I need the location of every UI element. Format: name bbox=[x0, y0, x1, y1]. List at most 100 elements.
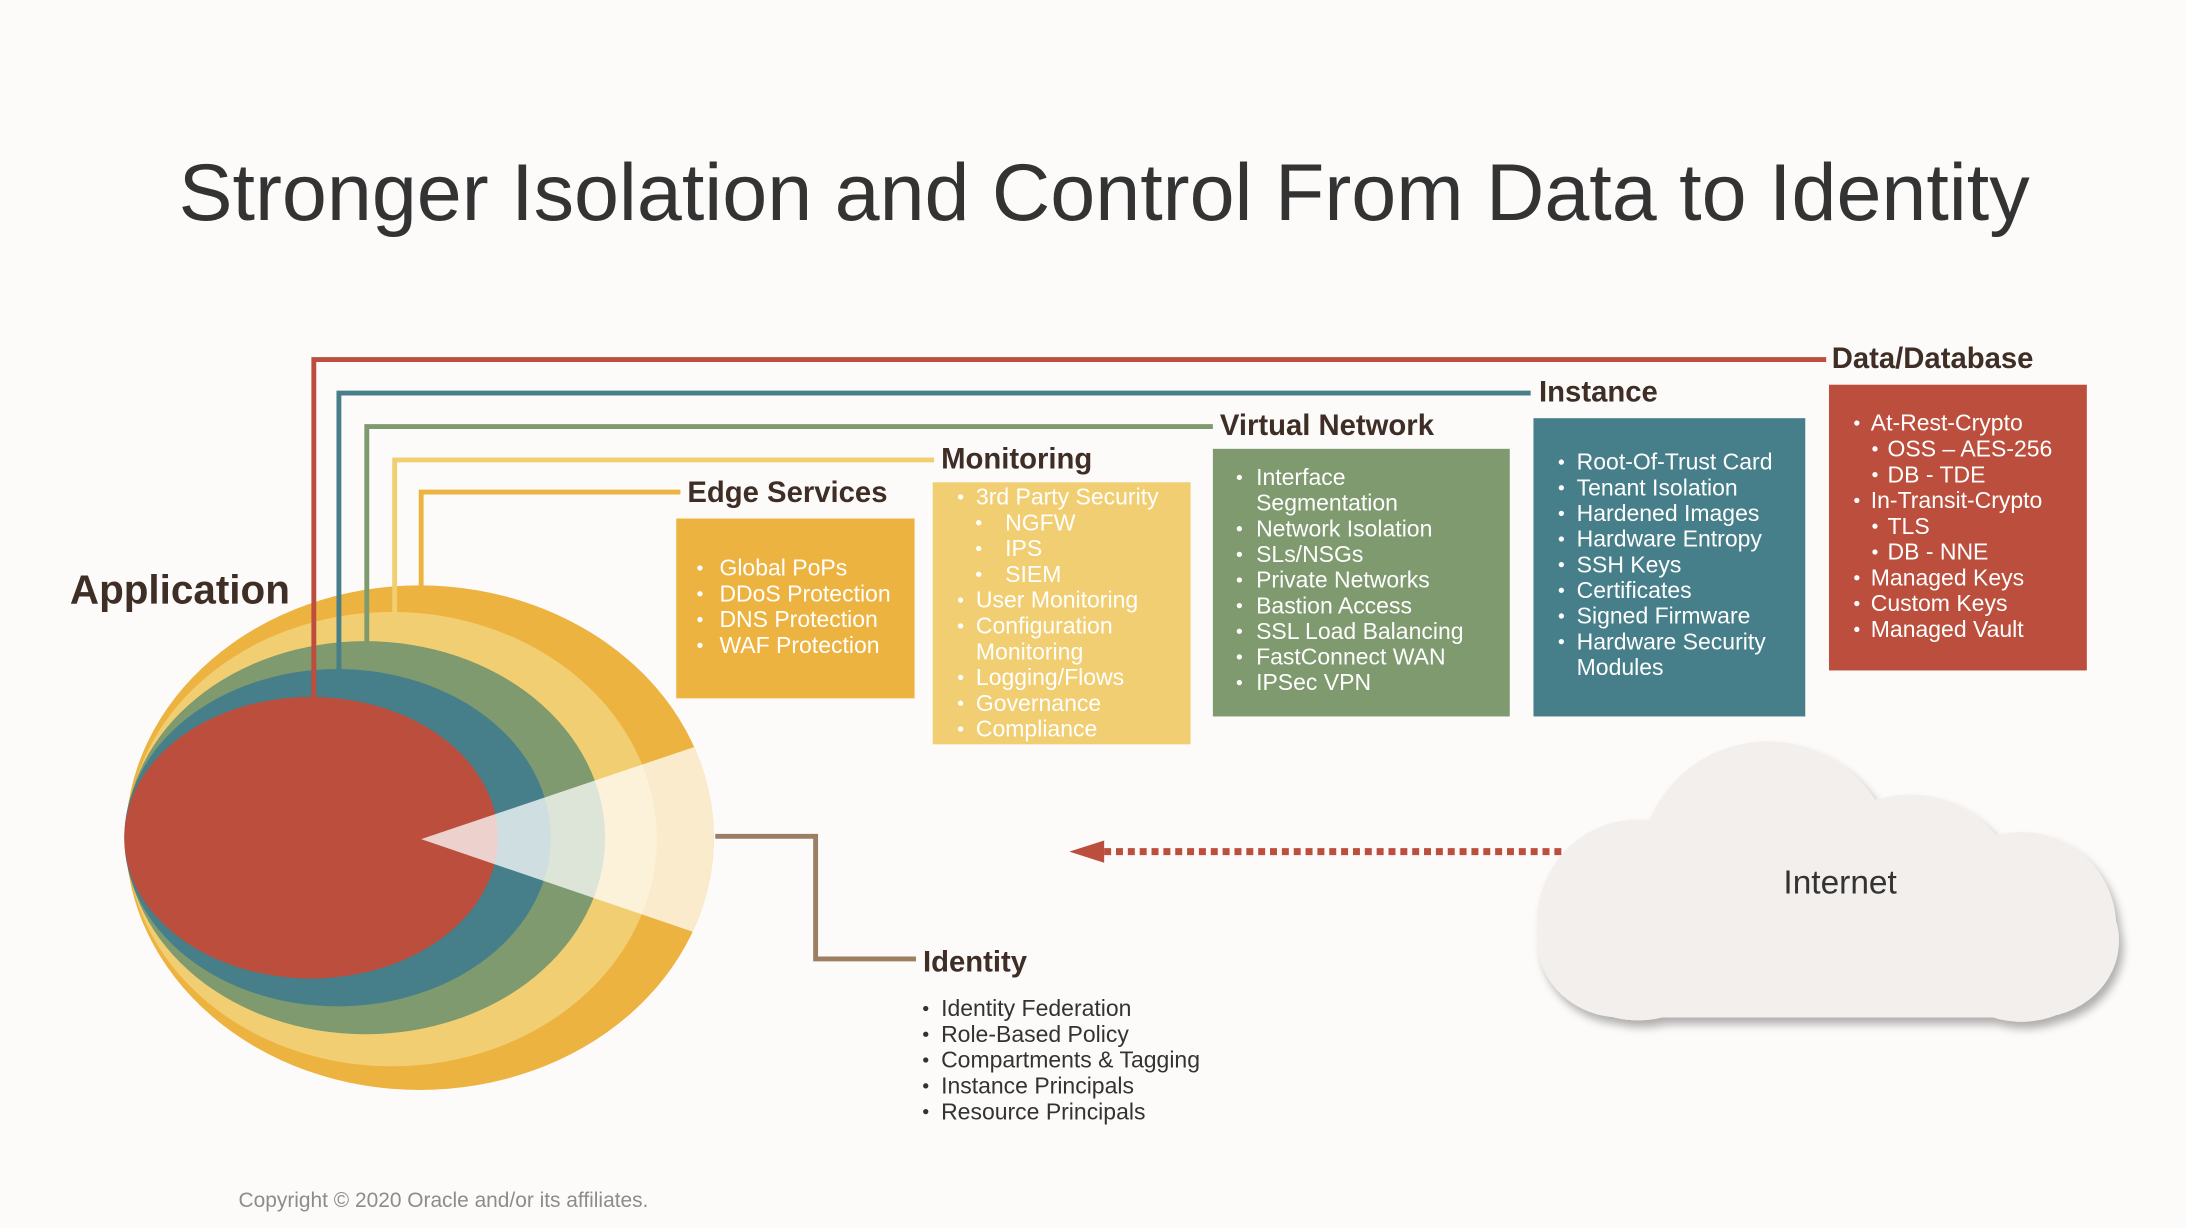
bullet-icon bbox=[1854, 420, 1860, 426]
data-connector bbox=[311, 357, 1827, 699]
network-list-item: Bastion Access bbox=[1256, 592, 1412, 618]
bullet-icon bbox=[697, 642, 703, 649]
bullet-icon bbox=[697, 591, 703, 597]
bullet-icon bbox=[1236, 577, 1243, 583]
bullet-icon bbox=[1558, 485, 1564, 491]
bullet-icon bbox=[957, 623, 964, 629]
instance-panel bbox=[1533, 418, 1806, 717]
bullet-icon bbox=[976, 545, 982, 552]
application-label: Application bbox=[70, 567, 290, 613]
network-list-item: SSL Load Balancing bbox=[1256, 618, 1463, 644]
network-connector bbox=[364, 424, 1213, 644]
bullet-icon bbox=[1872, 471, 1878, 478]
network-heading: Virtual Network bbox=[1220, 410, 1435, 442]
bullet-icon bbox=[976, 571, 982, 577]
data-list-item: DB - TDE bbox=[1888, 461, 1986, 487]
monitoring-list-item: Monitoring bbox=[976, 638, 1083, 664]
bullet-icon bbox=[1854, 497, 1860, 504]
bullet-icon bbox=[923, 1057, 929, 1063]
monitoring-list-item: NGFW bbox=[1005, 509, 1076, 535]
identity-list-item: Resource Principals bbox=[941, 1098, 1145, 1124]
instance-list-item: Signed Firmware bbox=[1577, 603, 1751, 629]
data-list-item: Managed Vault bbox=[1871, 616, 2025, 642]
bullet-icon bbox=[1558, 510, 1564, 517]
data-list-item: In-Transit-Crypto bbox=[1871, 487, 2043, 513]
network-list-item: Private Networks bbox=[1256, 567, 1430, 593]
bullet-icon bbox=[923, 1108, 929, 1115]
instance-list-item: Certificates bbox=[1577, 577, 1692, 603]
bullet-icon bbox=[1872, 523, 1878, 529]
edge-list-item: WAF Protection bbox=[719, 632, 879, 658]
bullet-icon bbox=[957, 726, 964, 732]
copyright-text: Copyright © 2020 Oracle and/or its affil… bbox=[239, 1189, 649, 1212]
network-list-item: Interface bbox=[1256, 464, 1345, 490]
bullet-icon bbox=[1854, 600, 1860, 607]
bullet-icon bbox=[957, 700, 964, 706]
bullet-icon bbox=[1558, 459, 1564, 465]
bullet-icon bbox=[1236, 654, 1243, 660]
internet-label: Internet bbox=[1783, 864, 1897, 901]
bullet-icon bbox=[1872, 549, 1878, 555]
slide-title: Stronger Isolation and Control From Data… bbox=[179, 148, 2031, 238]
edge-panel bbox=[676, 518, 915, 699]
identity-heading: Identity bbox=[923, 947, 1028, 979]
instance-connector bbox=[336, 390, 1531, 672]
bullet-icon bbox=[1236, 551, 1243, 557]
bullet-icon bbox=[923, 1031, 929, 1037]
bullet-icon bbox=[697, 565, 703, 571]
bullet-icon bbox=[1854, 626, 1860, 632]
bullet-icon bbox=[1236, 474, 1243, 481]
instance-list-item: Hardware Security bbox=[1577, 628, 1767, 654]
edge-list-item: DDoS Protection bbox=[719, 580, 890, 606]
data-heading: Data/Database bbox=[1832, 343, 2034, 375]
bullet-icon bbox=[1236, 526, 1243, 532]
bullet-icon bbox=[1558, 638, 1564, 645]
identity-list-item: Compartments & Tagging bbox=[941, 1047, 1200, 1073]
bullet-icon bbox=[976, 520, 982, 526]
identity-list-item: Role-Based Policy bbox=[941, 1021, 1129, 1047]
instance-list-item: Tenant Isolation bbox=[1577, 474, 1738, 500]
data-list-item: OSS – AES-256 bbox=[1888, 435, 2053, 461]
instance-list-item: Root-Of-Trust Card bbox=[1577, 449, 1773, 475]
monitoring-heading: Monitoring bbox=[941, 443, 1092, 475]
identity-list-item: Instance Principals bbox=[941, 1072, 1134, 1098]
bullet-icon bbox=[1558, 587, 1564, 593]
edge-heading: Edge Services bbox=[687, 477, 887, 509]
bullet-icon bbox=[1872, 446, 1878, 452]
network-list-item: Segmentation bbox=[1256, 490, 1398, 516]
instance-heading: Instance bbox=[1539, 376, 1658, 408]
monitoring-connector bbox=[392, 457, 935, 617]
bullet-icon bbox=[1558, 562, 1564, 568]
data-list-item: At-Rest-Crypto bbox=[1871, 410, 2023, 436]
data-panel bbox=[1828, 384, 2087, 671]
bullet-icon bbox=[1854, 575, 1860, 581]
data-list-item: Custom Keys bbox=[1871, 590, 2008, 616]
bullet-icon bbox=[957, 597, 964, 603]
bullet-icon bbox=[1236, 679, 1243, 686]
monitoring-list-item: SIEM bbox=[1005, 561, 1061, 587]
monitoring-list-item: 3rd Party Security bbox=[976, 484, 1159, 510]
identity-list-item: Identity Federation bbox=[941, 995, 1131, 1021]
internet-arrow bbox=[1069, 840, 1565, 863]
bullet-icon bbox=[923, 1083, 929, 1089]
bullet-icon bbox=[1236, 628, 1243, 634]
edge-list-item: Global PoPs bbox=[719, 555, 847, 581]
edge-list-item: DNS Protection bbox=[719, 606, 877, 632]
identity-wedge bbox=[421, 717, 714, 962]
bullet-icon bbox=[697, 616, 703, 623]
bullet-icon bbox=[1558, 613, 1564, 619]
monitoring-list-item: IPS bbox=[1005, 535, 1042, 561]
monitoring-list-item: Governance bbox=[976, 690, 1101, 716]
network-panel bbox=[1212, 448, 1510, 717]
bullet-icon bbox=[957, 494, 964, 500]
instance-list-item: SSH Keys bbox=[1577, 551, 1682, 577]
network-list-item: FastConnect WAN bbox=[1256, 644, 1445, 670]
data-list-item: Managed Keys bbox=[1871, 564, 2024, 590]
monitoring-list-item: Compliance bbox=[976, 716, 1097, 742]
network-list-item: Network Isolation bbox=[1256, 515, 1432, 541]
bullet-icon bbox=[1558, 536, 1564, 542]
instance-list-item: Hardware Entropy bbox=[1577, 526, 1763, 552]
instance-list-item: Modules bbox=[1577, 654, 1664, 680]
monitoring-list-item: Logging/Flows bbox=[976, 664, 1124, 690]
